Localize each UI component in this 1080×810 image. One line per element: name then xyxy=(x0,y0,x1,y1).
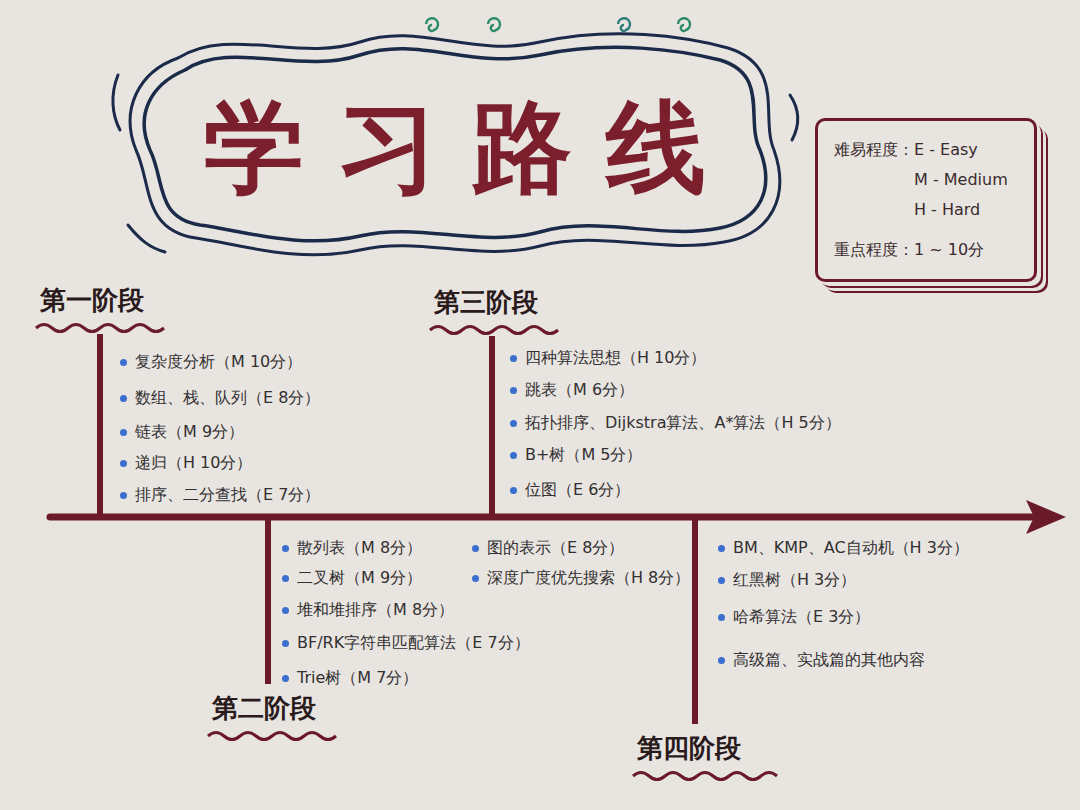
stage-heading: 第三阶段 xyxy=(434,286,538,318)
legend-box: 难易程度：E - EasyM - MediumH - Hard 重点程度：1 ~ … xyxy=(815,118,1037,282)
wavy-underline xyxy=(430,327,558,334)
swirl-mark xyxy=(426,18,438,31)
swirl-mark xyxy=(488,18,500,31)
topic-item: 哈希算法（E 3分） xyxy=(733,607,870,627)
topic-item: 二叉树（M 9分） xyxy=(297,568,422,588)
title-text: 学习路线 xyxy=(204,88,740,208)
wavy-underline xyxy=(208,733,336,740)
stage-heading: 第四阶段 xyxy=(637,732,741,764)
swirl-mark xyxy=(678,18,690,31)
legend-line: H - Hard xyxy=(914,195,1018,225)
legend-line: M - Medium xyxy=(914,165,1018,195)
cloud-stroke-mark xyxy=(790,95,798,140)
wavy-underline xyxy=(36,325,164,332)
topic-item: 位图（E 6分） xyxy=(525,480,630,500)
topic-item: 递归（H 10分） xyxy=(135,453,252,473)
stage-stem xyxy=(97,334,103,517)
topic-item: BM、KMP、AC自动机（H 3分） xyxy=(733,538,969,558)
legend-line: 重点程度：1 ~ 10分 xyxy=(834,235,1018,265)
cloud-stroke-mark xyxy=(113,75,120,130)
topic-item: Trie树（M 7分） xyxy=(297,668,418,688)
stage-heading: 第二阶段 xyxy=(212,692,316,724)
cloud-stroke-mark xyxy=(128,225,165,252)
topic-item: BF/RK字符串匹配算法（E 7分） xyxy=(297,633,530,653)
swirl-mark xyxy=(618,18,630,31)
stage-heading: 第一阶段 xyxy=(40,284,144,316)
topic-item: 图的表示（E 8分） xyxy=(487,538,624,558)
wavy-underline xyxy=(633,773,777,780)
topic-item: 链表（M 9分） xyxy=(135,422,244,442)
topic-item: 高级篇、实战篇的其他内容 xyxy=(733,650,925,670)
topic-item: 散列表（M 8分） xyxy=(297,538,422,558)
timeline-axis xyxy=(50,514,1032,521)
stage-stem xyxy=(489,336,495,517)
topic-item: 堆和堆排序（M 8分） xyxy=(297,600,454,620)
stage-stem xyxy=(692,517,698,724)
title-cloud-inner xyxy=(144,47,765,241)
legend-line: 难易程度：E - Easy xyxy=(834,135,1018,165)
title-cloud-outer xyxy=(130,34,780,255)
topic-item: 排序、二分查找（E 7分） xyxy=(135,485,320,505)
timeline-arrowhead xyxy=(1026,500,1066,534)
topic-item: 复杂度分析（M 10分） xyxy=(135,352,302,372)
topic-item: 深度广度优先搜索（H 8分） xyxy=(487,568,690,588)
topic-item: 四种算法思想（H 10分） xyxy=(525,348,706,368)
topic-item: 数组、栈、队列（E 8分） xyxy=(135,388,320,408)
topic-item: 跳表（M 6分） xyxy=(525,380,634,400)
topic-item: 拓扑排序、Dijkstra算法、A*算法（H 5分） xyxy=(525,413,841,433)
topic-item: 红黑树（H 3分） xyxy=(733,570,856,590)
stage-stem xyxy=(265,517,271,684)
topic-item: B+树（M 5分） xyxy=(525,445,642,465)
